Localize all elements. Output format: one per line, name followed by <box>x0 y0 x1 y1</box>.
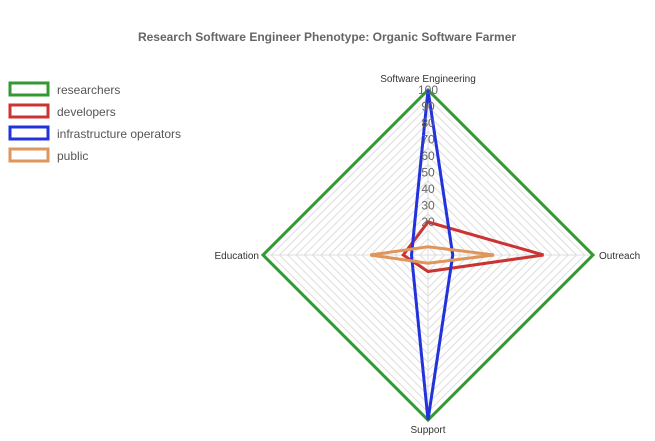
legend-swatch <box>8 103 50 119</box>
axis-label: Support <box>410 425 445 436</box>
legend-swatch <box>8 125 50 141</box>
tick-label: 80 <box>421 116 435 130</box>
series-layer <box>260 87 596 423</box>
tick-labels: 20 30 40 50 60 70 80 90 100 <box>418 83 438 229</box>
axis-label: Outreach <box>599 251 640 262</box>
chart-title: Research Software Engineer Phenotype: Or… <box>138 30 516 44</box>
radar-grid <box>262 89 594 421</box>
series-public <box>370 245 495 265</box>
tick-label: 40 <box>421 182 435 196</box>
tick-label: 20 <box>421 215 435 229</box>
tick-label: 100 <box>418 83 438 97</box>
tick-label: 70 <box>421 133 435 147</box>
legend-item[interactable]: infrastructure operators <box>8 125 181 141</box>
legend-label: researchers <box>57 83 120 97</box>
series-infrastructure-operators <box>409 89 455 421</box>
legend-item[interactable]: researchers <box>8 81 120 97</box>
legend: researchers developers infrastructure oper… <box>8 81 181 163</box>
tick-label: 50 <box>421 166 435 180</box>
legend-item[interactable]: public <box>8 147 88 163</box>
legend-label: public <box>57 149 88 163</box>
tick-label: 60 <box>421 149 435 163</box>
legend-item[interactable]: developers <box>8 103 116 119</box>
legend-swatch <box>8 147 50 163</box>
legend-swatch <box>8 81 50 97</box>
axis-label: Education <box>215 251 259 262</box>
tick-label: 30 <box>421 199 435 213</box>
legend-label: developers <box>57 105 116 119</box>
axis-label: Software Engineering <box>380 74 476 85</box>
legend-label: infrastructure operators <box>57 127 181 141</box>
tick-label: 90 <box>421 100 435 114</box>
